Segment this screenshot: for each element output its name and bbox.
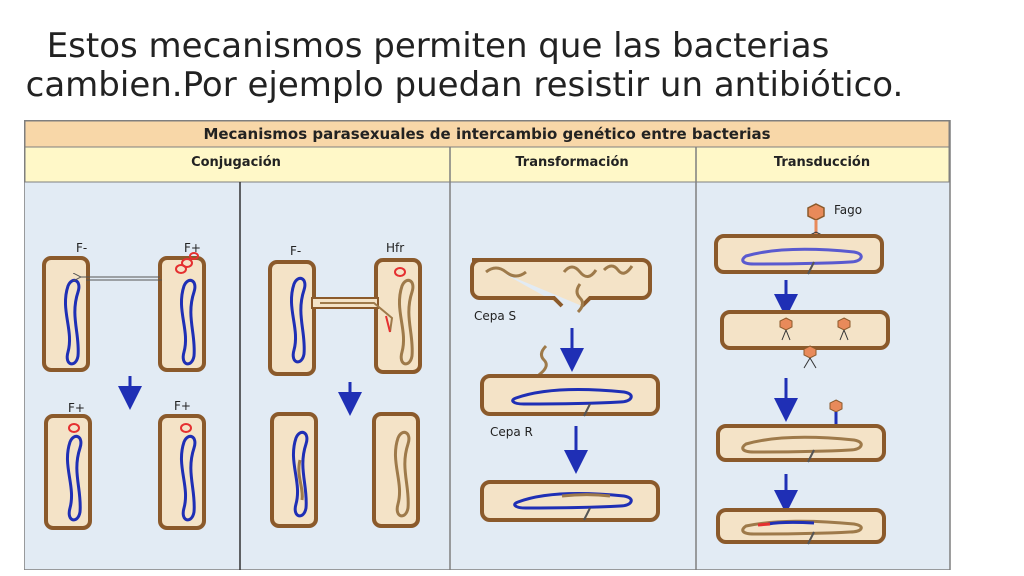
chromosome [741,247,863,266]
figure-header-bg [24,120,950,148]
plasmid [181,258,193,268]
transferred-dna-red [385,315,391,333]
cell-lysed [470,258,652,308]
chromosome [397,278,415,366]
phage-head [837,317,851,331]
conjugation-hfr-panel: F- Hfr [268,241,422,528]
dna-fragment [575,283,585,314]
transduction-panel: Fago [714,203,890,545]
label-phage: Fago [834,203,862,217]
chromosome [511,388,633,406]
phage-tail [781,329,791,341]
plasmid [175,264,187,274]
label-f-minus-1: F- [76,241,87,255]
transferred-dna [320,302,394,333]
label-f-plus-3: F+ [174,399,191,413]
figure-subheader-bg [24,146,950,183]
transformation-panel: Cepa S Cepa R [470,258,660,522]
dna-fragment [602,264,634,275]
slide-title: Estos mecanismos permiten que las bacter… [0,26,1024,105]
label-strain-r: Cepa R [490,425,533,439]
progeny-phages [779,317,851,369]
membrane-attachment [583,403,591,417]
chromosome [393,430,411,518]
chromosome [289,276,307,364]
dna-fragment [485,266,527,278]
label-strain-s: Cepa S [474,309,516,323]
membrane-attachment [807,261,815,275]
column-header-transformation: Transformación [515,155,628,170]
chromosome [179,278,197,366]
cell-transformed [480,480,660,522]
chromosome [65,434,83,522]
figure-title: Mecanismos parasexuales de intercambio g… [203,125,770,143]
chromosome [291,430,309,518]
label-hfr: Hfr [386,241,404,255]
plasmid [394,267,406,277]
phage-head [803,345,817,359]
plasmid [180,423,192,433]
phage-head [807,203,825,221]
plasmid [68,423,80,433]
column-header-conjugation: Conjugación [191,155,281,170]
phage-head [779,317,793,331]
chromosome [63,278,81,366]
dna-fragment [562,265,598,278]
column-header-transduction: Transducción [774,155,870,170]
phage-tail [803,357,817,369]
slide-title-line-2: cambien.Por ejemplo puedan resistir un a… [25,65,904,105]
label-f-minus-2: F- [290,244,301,258]
recombined-segment [297,459,304,501]
phage-head [829,399,843,413]
plasmid [189,252,199,260]
membrane-attachment [807,449,815,463]
label-f-plus-2: F+ [68,401,85,415]
label-f-plus-1: F+ [184,241,201,255]
recombined-segment [561,493,611,498]
membrane-attachment [807,531,815,545]
cell-hfr [374,258,422,374]
membrane-attachment [583,507,591,521]
chromosome [741,435,863,454]
mechanisms-figure: Mecanismos parasexuales de intercambio g… [24,120,951,570]
cell-phage-replication [720,310,890,350]
chromosome [179,434,197,522]
slide-title-line-1: Estos mecanismos permiten que las bacter… [46,26,830,66]
conjugation-fplus-panel: F- F+ F+ F+ [42,241,206,530]
recombined-segment-red [757,522,771,527]
phage-tail [839,329,849,341]
recombined-segment [767,520,815,526]
